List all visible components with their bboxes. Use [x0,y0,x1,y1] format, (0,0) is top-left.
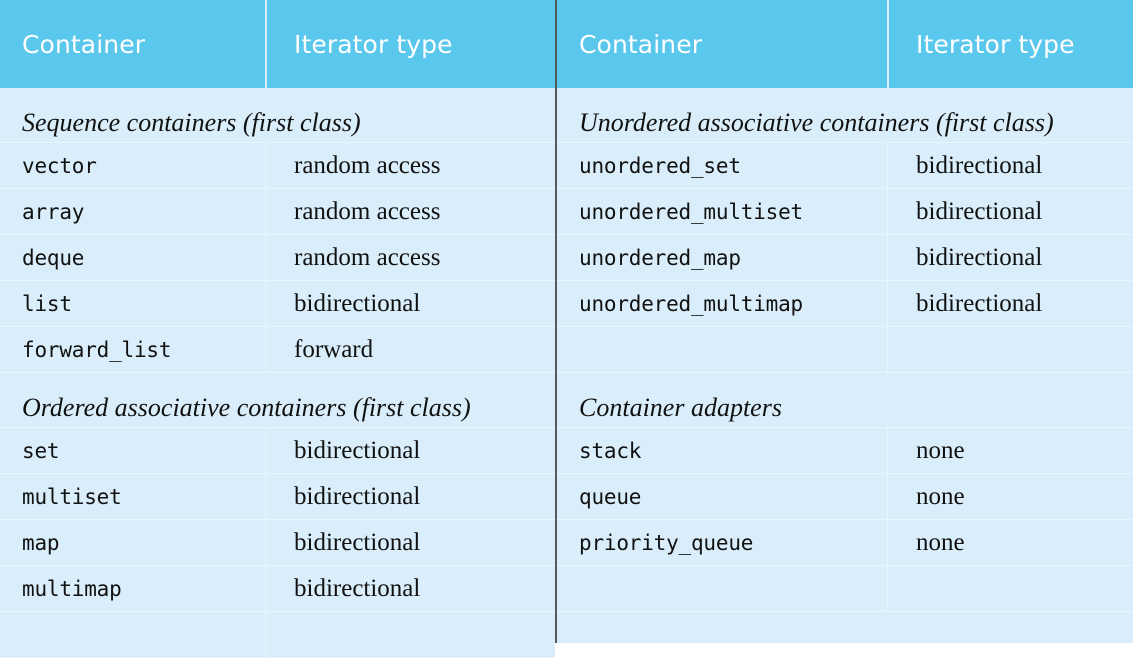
section-title: Container adapters [579,393,782,422]
table-half-left: Container Iterator type Sequence contain… [0,0,555,658]
table-row-empty [0,612,555,658]
table-row: multimap bidirectional [0,566,555,612]
table-half-right: Container Iterator type Unordered associ… [555,0,1133,643]
empty-cell [0,612,265,657]
section-header-row: Ordered associative containers (first cl… [0,373,555,428]
table-header-row-right: Container Iterator type [557,0,1133,88]
iterator-type: none [887,428,1133,473]
table-row-empty [557,327,1133,373]
iterator-type: bidirectional [265,428,555,473]
container-name: unordered_multiset [579,199,803,224]
table-row: list bidirectional [0,281,555,327]
iterator-type: bidirectional [265,520,555,565]
iterator-type: bidirectional [887,281,1133,326]
container-name: unordered_set [579,153,741,178]
section-title: Unordered associative containers (first … [579,108,1054,137]
iterator-type: bidirectional [887,235,1133,280]
table-row: vector random access [0,143,555,189]
container-name: list [22,291,72,316]
section-header-row: Unordered associative containers (first … [557,88,1133,143]
table-header-row-left: Container Iterator type [0,0,555,88]
empty-cell [887,566,1133,611]
container-name: priority_queue [579,530,754,555]
table-body-right: Unordered associative containers (first … [557,88,1133,612]
table-row: array random access [0,189,555,235]
table-row: queue none [557,474,1133,520]
container-name: array [22,199,85,224]
table-row: stack none [557,428,1133,474]
container-name: multimap [22,576,122,601]
table-row: deque random access [0,235,555,281]
column-header-container-left: Container [22,29,146,59]
iterator-type: bidirectional [887,189,1133,234]
section-title: Ordered associative containers (first cl… [22,393,471,422]
table-row: unordered_set bidirectional [557,143,1133,189]
container-name: deque [22,245,85,270]
iterator-type: forward [265,327,555,372]
section-header-row: Container adapters [557,373,1133,428]
iterator-type: none [887,520,1133,565]
table-row: priority_queue none [557,520,1133,566]
container-name: queue [579,484,642,509]
container-name: forward_list [22,337,172,362]
table-body-left: Sequence containers (first class) vector… [0,88,555,658]
container-name: unordered_map [579,245,741,270]
container-name: map [22,530,60,555]
container-name: multiset [22,484,122,509]
empty-cell [887,327,1133,372]
section-title: Sequence containers (first class) [22,108,361,137]
container-name: set [22,438,60,463]
table-row: unordered_map bidirectional [557,235,1133,281]
container-name: unordered_multimap [579,291,803,316]
iterator-type: bidirectional [265,474,555,519]
iterator-type: random access [265,143,555,188]
column-header-iterator-type-right: Iterator type [887,0,1133,88]
column-header-container-right: Container [579,29,703,59]
iterator-type: bidirectional [265,281,555,326]
table-row: map bidirectional [0,520,555,566]
table-row: unordered_multimap bidirectional [557,281,1133,327]
table-row: unordered_multiset bidirectional [557,189,1133,235]
section-header-row: Sequence containers (first class) [0,88,555,143]
iterator-type: random access [265,189,555,234]
empty-cell [557,327,887,372]
iterator-type: bidirectional [887,143,1133,188]
table-row: forward_list forward [0,327,555,373]
table-row-empty [557,566,1133,612]
container-name: stack [579,438,642,463]
empty-cell [265,612,555,657]
iterator-type: none [887,474,1133,519]
iterator-type: bidirectional [265,566,555,611]
table-row: multiset bidirectional [0,474,555,520]
container-name: vector [22,153,97,178]
iterator-type: random access [265,235,555,280]
table-row: set bidirectional [0,428,555,474]
empty-cell [557,566,887,611]
column-header-iterator-type-left: Iterator type [265,0,555,88]
